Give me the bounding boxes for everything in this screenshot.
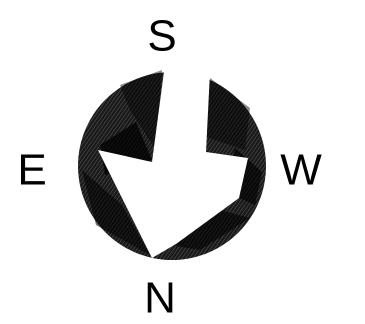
label-bottom: N	[144, 274, 176, 323]
label-right: W	[280, 146, 322, 195]
label-left: E	[17, 146, 46, 195]
label-top: S	[147, 12, 176, 61]
